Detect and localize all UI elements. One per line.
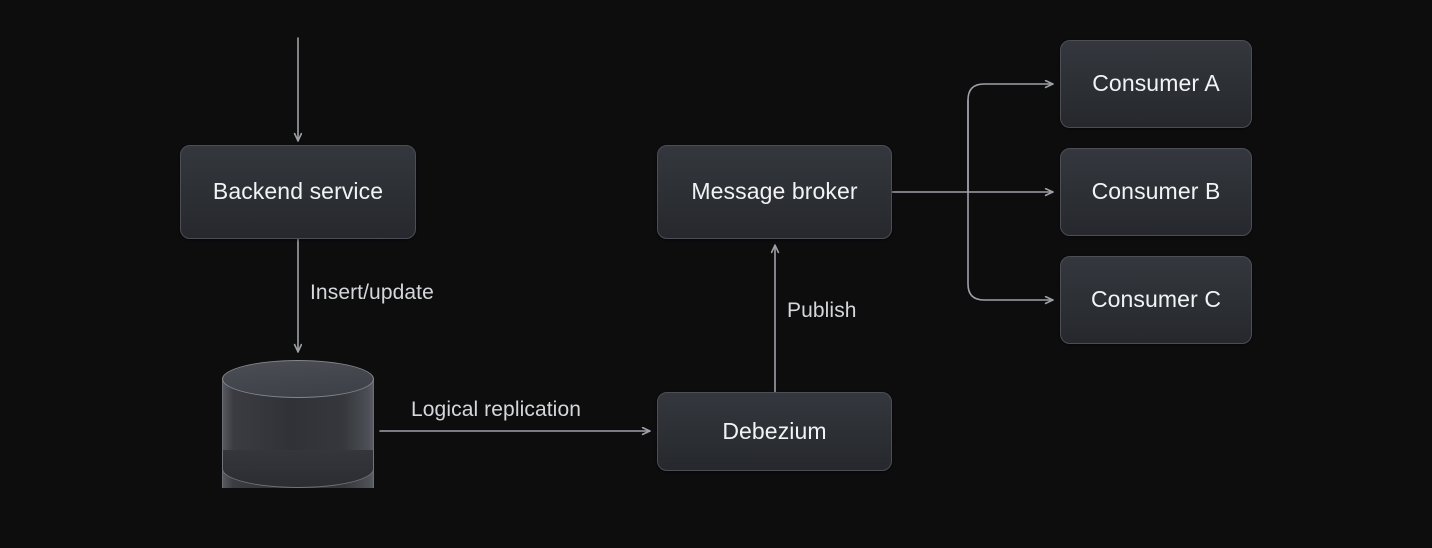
edge-label-insert-update: Insert/update [310, 281, 434, 304]
cylinder-top-ellipse [222, 360, 374, 398]
arrow-broker-to-consumer-c [967, 191, 1054, 300]
node-debezium-label: Debezium [722, 417, 827, 444]
node-message-broker-label: Message broker [691, 178, 858, 205]
node-consumer-b-label: Consumer B [1091, 178, 1221, 205]
node-debezium[interactable]: Debezium [657, 392, 892, 471]
node-database-cylinder[interactable] [222, 360, 374, 505]
node-consumer-c-label: Consumer C [1090, 286, 1222, 313]
node-message-broker[interactable]: Message broker [657, 145, 892, 239]
node-backend-service-label: Backend service [212, 178, 384, 205]
node-consumer-a-label: Consumer A [1092, 70, 1220, 97]
edge-label-logical-replication: Logical replication [411, 398, 582, 421]
cylinder-bottom-ellipse [222, 450, 374, 488]
edge-label-publish: Publish [787, 299, 857, 322]
node-consumer-a[interactable]: Consumer A [1060, 40, 1252, 128]
arrow-broker-to-consumer-a-path [967, 84, 1054, 193]
node-backend-service[interactable]: Backend service [180, 145, 416, 239]
node-consumer-c[interactable]: Consumer C [1060, 256, 1252, 344]
node-consumer-b[interactable]: Consumer B [1060, 148, 1252, 236]
